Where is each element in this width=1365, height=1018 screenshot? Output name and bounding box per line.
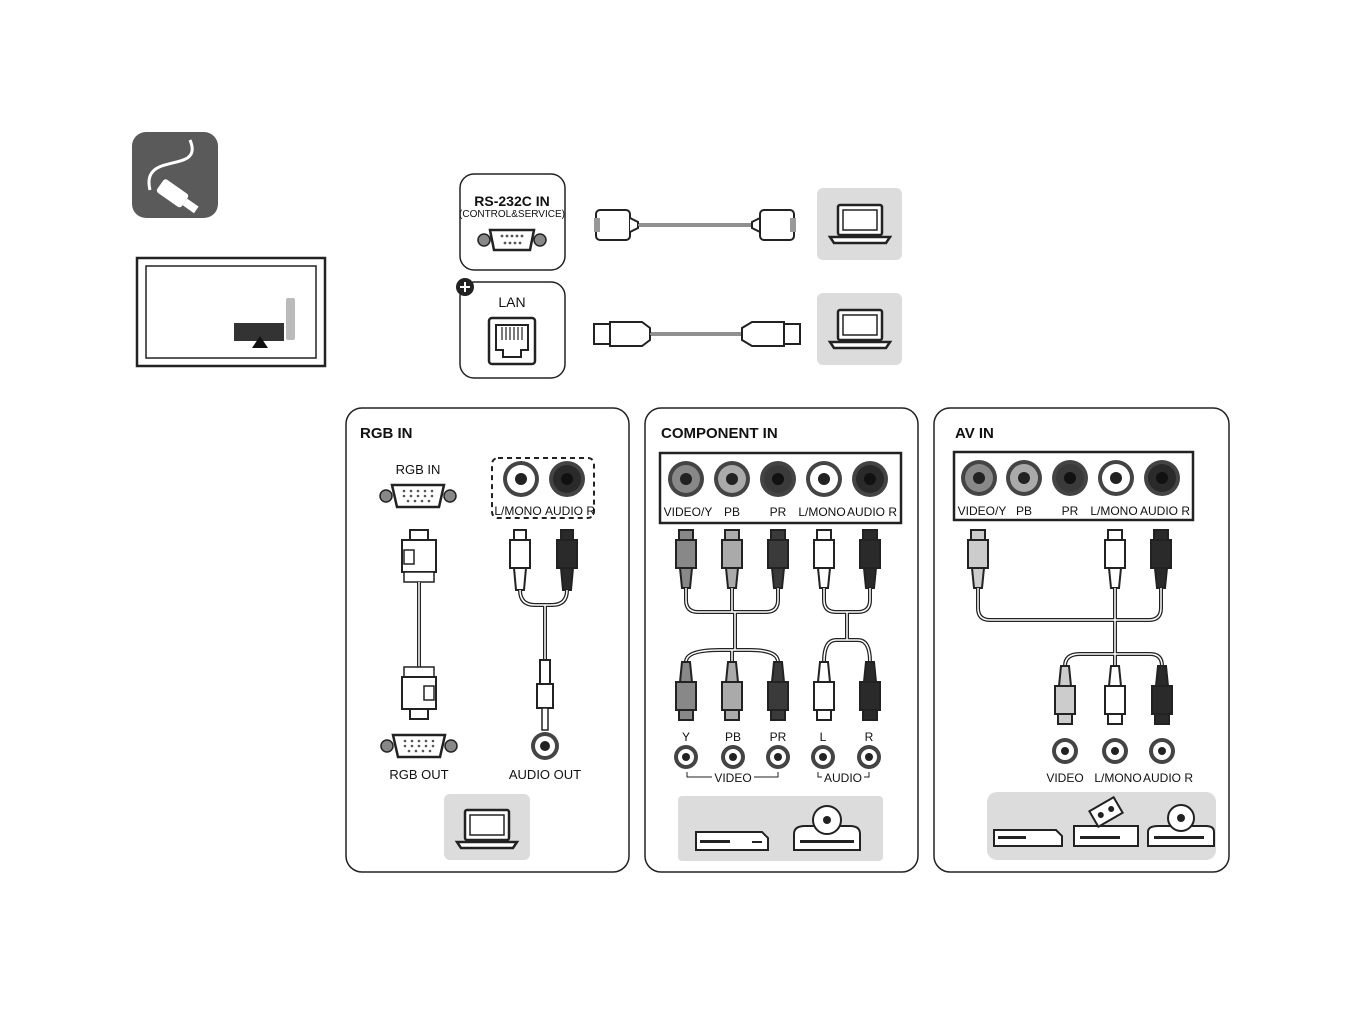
comp-source-label: PR (770, 730, 787, 744)
audio-out-label: AUDIO OUT (509, 767, 581, 782)
comp-jack-label: PR (770, 505, 787, 519)
rs232c-subtitle: (CONTROL&SERVICE) (459, 209, 565, 220)
comp-jack-label: AUDIO R (847, 505, 897, 519)
rs232c-title: RS-232C IN (474, 193, 549, 209)
cable-icon (132, 132, 218, 218)
av-source-label: L/MONO (1094, 771, 1141, 785)
rs232c-cable (594, 210, 796, 240)
lan-title: LAN (498, 294, 525, 310)
comp-audio-group-label: AUDIO (824, 771, 862, 785)
comp-source-label: PB (725, 730, 741, 744)
component-panel-title: COMPONENT IN (661, 425, 778, 442)
rgb-panel-title: RGB IN (360, 425, 413, 442)
rgb-in-panel: RGB IN RGB IN RGB OUT L/MONO AUDIO R (346, 408, 629, 872)
av-source-label: VIDEO (1046, 771, 1083, 785)
av-jack-label: PB (1016, 504, 1032, 518)
av-jack-label: AUDIO R (1140, 504, 1190, 518)
av-in-panel: AV IN VIDEO/Y PB PR L/MONO AUDIO R VIDEO (934, 408, 1229, 872)
laptop-icon (830, 310, 890, 348)
comp-source-label: L (820, 730, 827, 744)
lan-cable (594, 322, 800, 346)
comp-jack-label: L/MONO (798, 505, 845, 519)
comp-jack-label: PB (724, 505, 740, 519)
dvd-player-icon (994, 830, 1062, 846)
rgb-in-label: RGB IN (396, 462, 441, 477)
comp-video-group-label: VIDEO (714, 771, 751, 785)
laptop-icon (830, 205, 890, 243)
av-jack-label: PR (1062, 504, 1079, 518)
lan-port-box: LAN (456, 278, 565, 378)
dvd-player-icon (696, 832, 768, 850)
rgb-audio-left-label: L/MONO (494, 504, 541, 518)
tv-rear-icon (137, 258, 325, 366)
rgb-out-label: RGB OUT (389, 767, 448, 782)
rgb-audio-right-label: AUDIO R (545, 504, 595, 518)
comp-jack-label: VIDEO/Y (664, 505, 713, 519)
comp-source-label: Y (682, 730, 690, 744)
av-source-label: AUDIO R (1143, 771, 1193, 785)
comp-source-label: R (865, 730, 874, 744)
laptop-icon (457, 810, 517, 848)
av-jack-label: L/MONO (1090, 504, 1137, 518)
av-panel-title: AV IN (955, 425, 994, 442)
av-jack-label: VIDEO/Y (958, 504, 1007, 518)
component-in-panel: COMPONENT IN VIDEO/Y PB PR L/MONO AUDIO … (645, 408, 918, 872)
rs232c-port-box: RS-232C IN (CONTROL&SERVICE) (459, 174, 565, 270)
